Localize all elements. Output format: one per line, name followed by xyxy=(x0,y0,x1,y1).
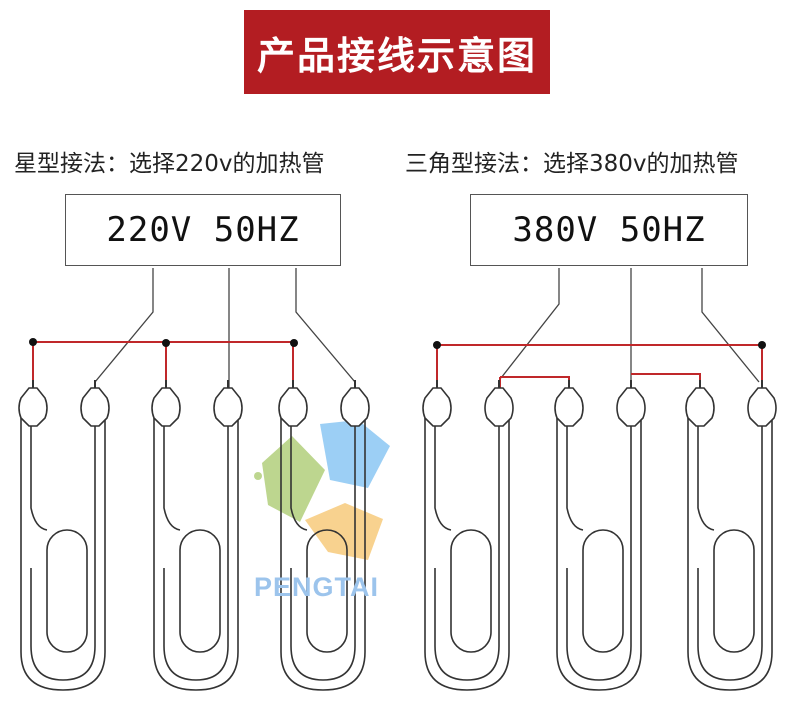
tube-terminal-head xyxy=(18,387,48,427)
tube-outer xyxy=(556,418,642,691)
tube-inner xyxy=(434,418,500,681)
tube-terminal-head xyxy=(151,387,181,427)
watermark-green-shape xyxy=(262,436,325,522)
tube-bend xyxy=(179,529,221,653)
delta-lead-wire xyxy=(500,268,560,379)
tube-outer xyxy=(424,418,510,691)
tube-outer xyxy=(20,418,106,691)
delta-link xyxy=(500,376,570,388)
tube-outer xyxy=(153,418,239,691)
delta-node xyxy=(758,341,766,349)
heating-tube xyxy=(18,380,110,691)
delta-voltage-box: 380V 50HZ xyxy=(470,194,748,266)
watermark-orange-shape xyxy=(305,503,383,560)
tube-bend xyxy=(582,529,624,653)
delta-link xyxy=(631,373,701,388)
watermark-dot xyxy=(368,433,376,441)
tube-terminal-head xyxy=(422,387,452,427)
tube-outer xyxy=(280,418,366,691)
star-node xyxy=(290,339,298,347)
heating-tube xyxy=(685,380,777,691)
delta-node xyxy=(433,341,441,349)
tube-bend xyxy=(306,529,348,653)
tube-terminal-head xyxy=(616,387,646,427)
heating-tubes xyxy=(18,380,777,691)
tube-inner xyxy=(30,418,96,681)
tube-outer xyxy=(687,418,773,691)
tube-inner xyxy=(697,418,763,681)
tube-bend xyxy=(46,529,88,653)
tube-terminal-head xyxy=(278,387,308,427)
tube-terminal-head xyxy=(80,387,110,427)
watermark-text: PENGTAI xyxy=(254,572,380,602)
watermark-dot xyxy=(254,472,262,480)
heating-tube xyxy=(151,380,243,691)
tube-inner xyxy=(566,418,632,681)
delta-voltage-text: 380V 50HZ xyxy=(512,210,706,250)
star-voltage-text: 220V 50HZ xyxy=(106,210,300,250)
tube-bend xyxy=(450,529,492,653)
heating-tube xyxy=(422,380,514,691)
star-method-label: 星型接法：选择220v的加热管 xyxy=(14,151,325,177)
heating-tube xyxy=(278,380,370,691)
watermark-logo xyxy=(254,420,390,560)
star-lead-wire xyxy=(295,268,356,383)
page-title: 产品接线示意图 xyxy=(244,10,550,94)
delta-method-label: 三角型接法：选择380v的加热管 xyxy=(405,151,739,177)
tube-terminal-head xyxy=(685,387,715,427)
tube-terminal-head xyxy=(747,387,777,427)
star-lead-wire xyxy=(94,268,154,383)
star-node xyxy=(29,338,37,346)
heating-tube xyxy=(554,380,646,691)
delta-diagram xyxy=(433,268,766,388)
tube-terminal-head xyxy=(213,387,243,427)
star-voltage-box: 220V 50HZ xyxy=(65,194,341,266)
tube-terminal-head xyxy=(554,387,584,427)
tube-terminal-head xyxy=(484,387,514,427)
tube-bend xyxy=(713,529,755,653)
star-node xyxy=(162,339,170,347)
star-diagram xyxy=(29,268,356,388)
tube-terminal-head xyxy=(340,387,370,427)
delta-lead-wire xyxy=(701,268,760,383)
tube-inner xyxy=(163,418,229,681)
tube-inner xyxy=(290,418,356,681)
